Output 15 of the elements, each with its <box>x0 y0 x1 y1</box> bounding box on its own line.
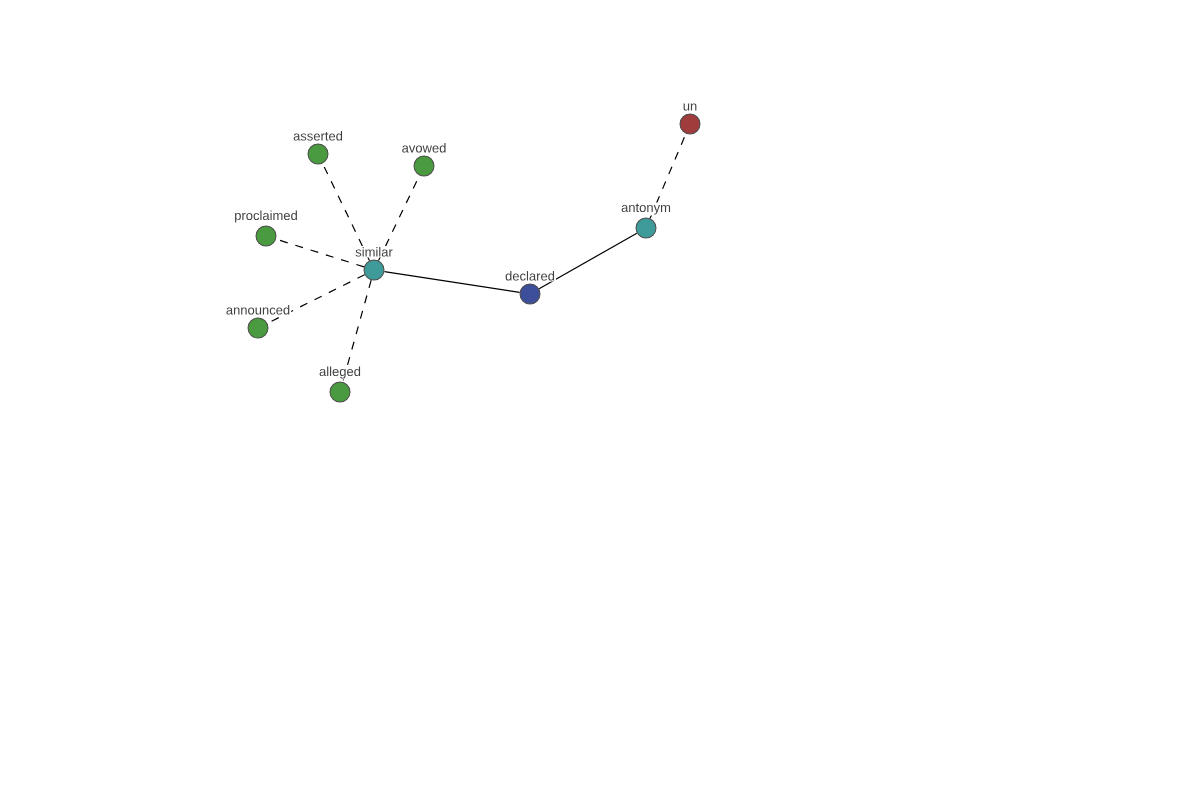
graph-node <box>519 283 541 305</box>
connector-line <box>275 238 365 268</box>
graph-node <box>363 259 385 281</box>
graph-node <box>255 225 277 247</box>
graph-node <box>247 317 269 339</box>
graph-node <box>413 155 435 177</box>
graph-node <box>635 217 657 239</box>
graph-node <box>679 113 701 135</box>
connector-line <box>266 274 366 324</box>
connector-line <box>321 162 371 262</box>
graph-node <box>307 143 329 165</box>
graph-node <box>329 381 351 403</box>
connector-line <box>538 232 638 290</box>
connector-line <box>649 133 687 219</box>
connector-line <box>383 271 521 293</box>
